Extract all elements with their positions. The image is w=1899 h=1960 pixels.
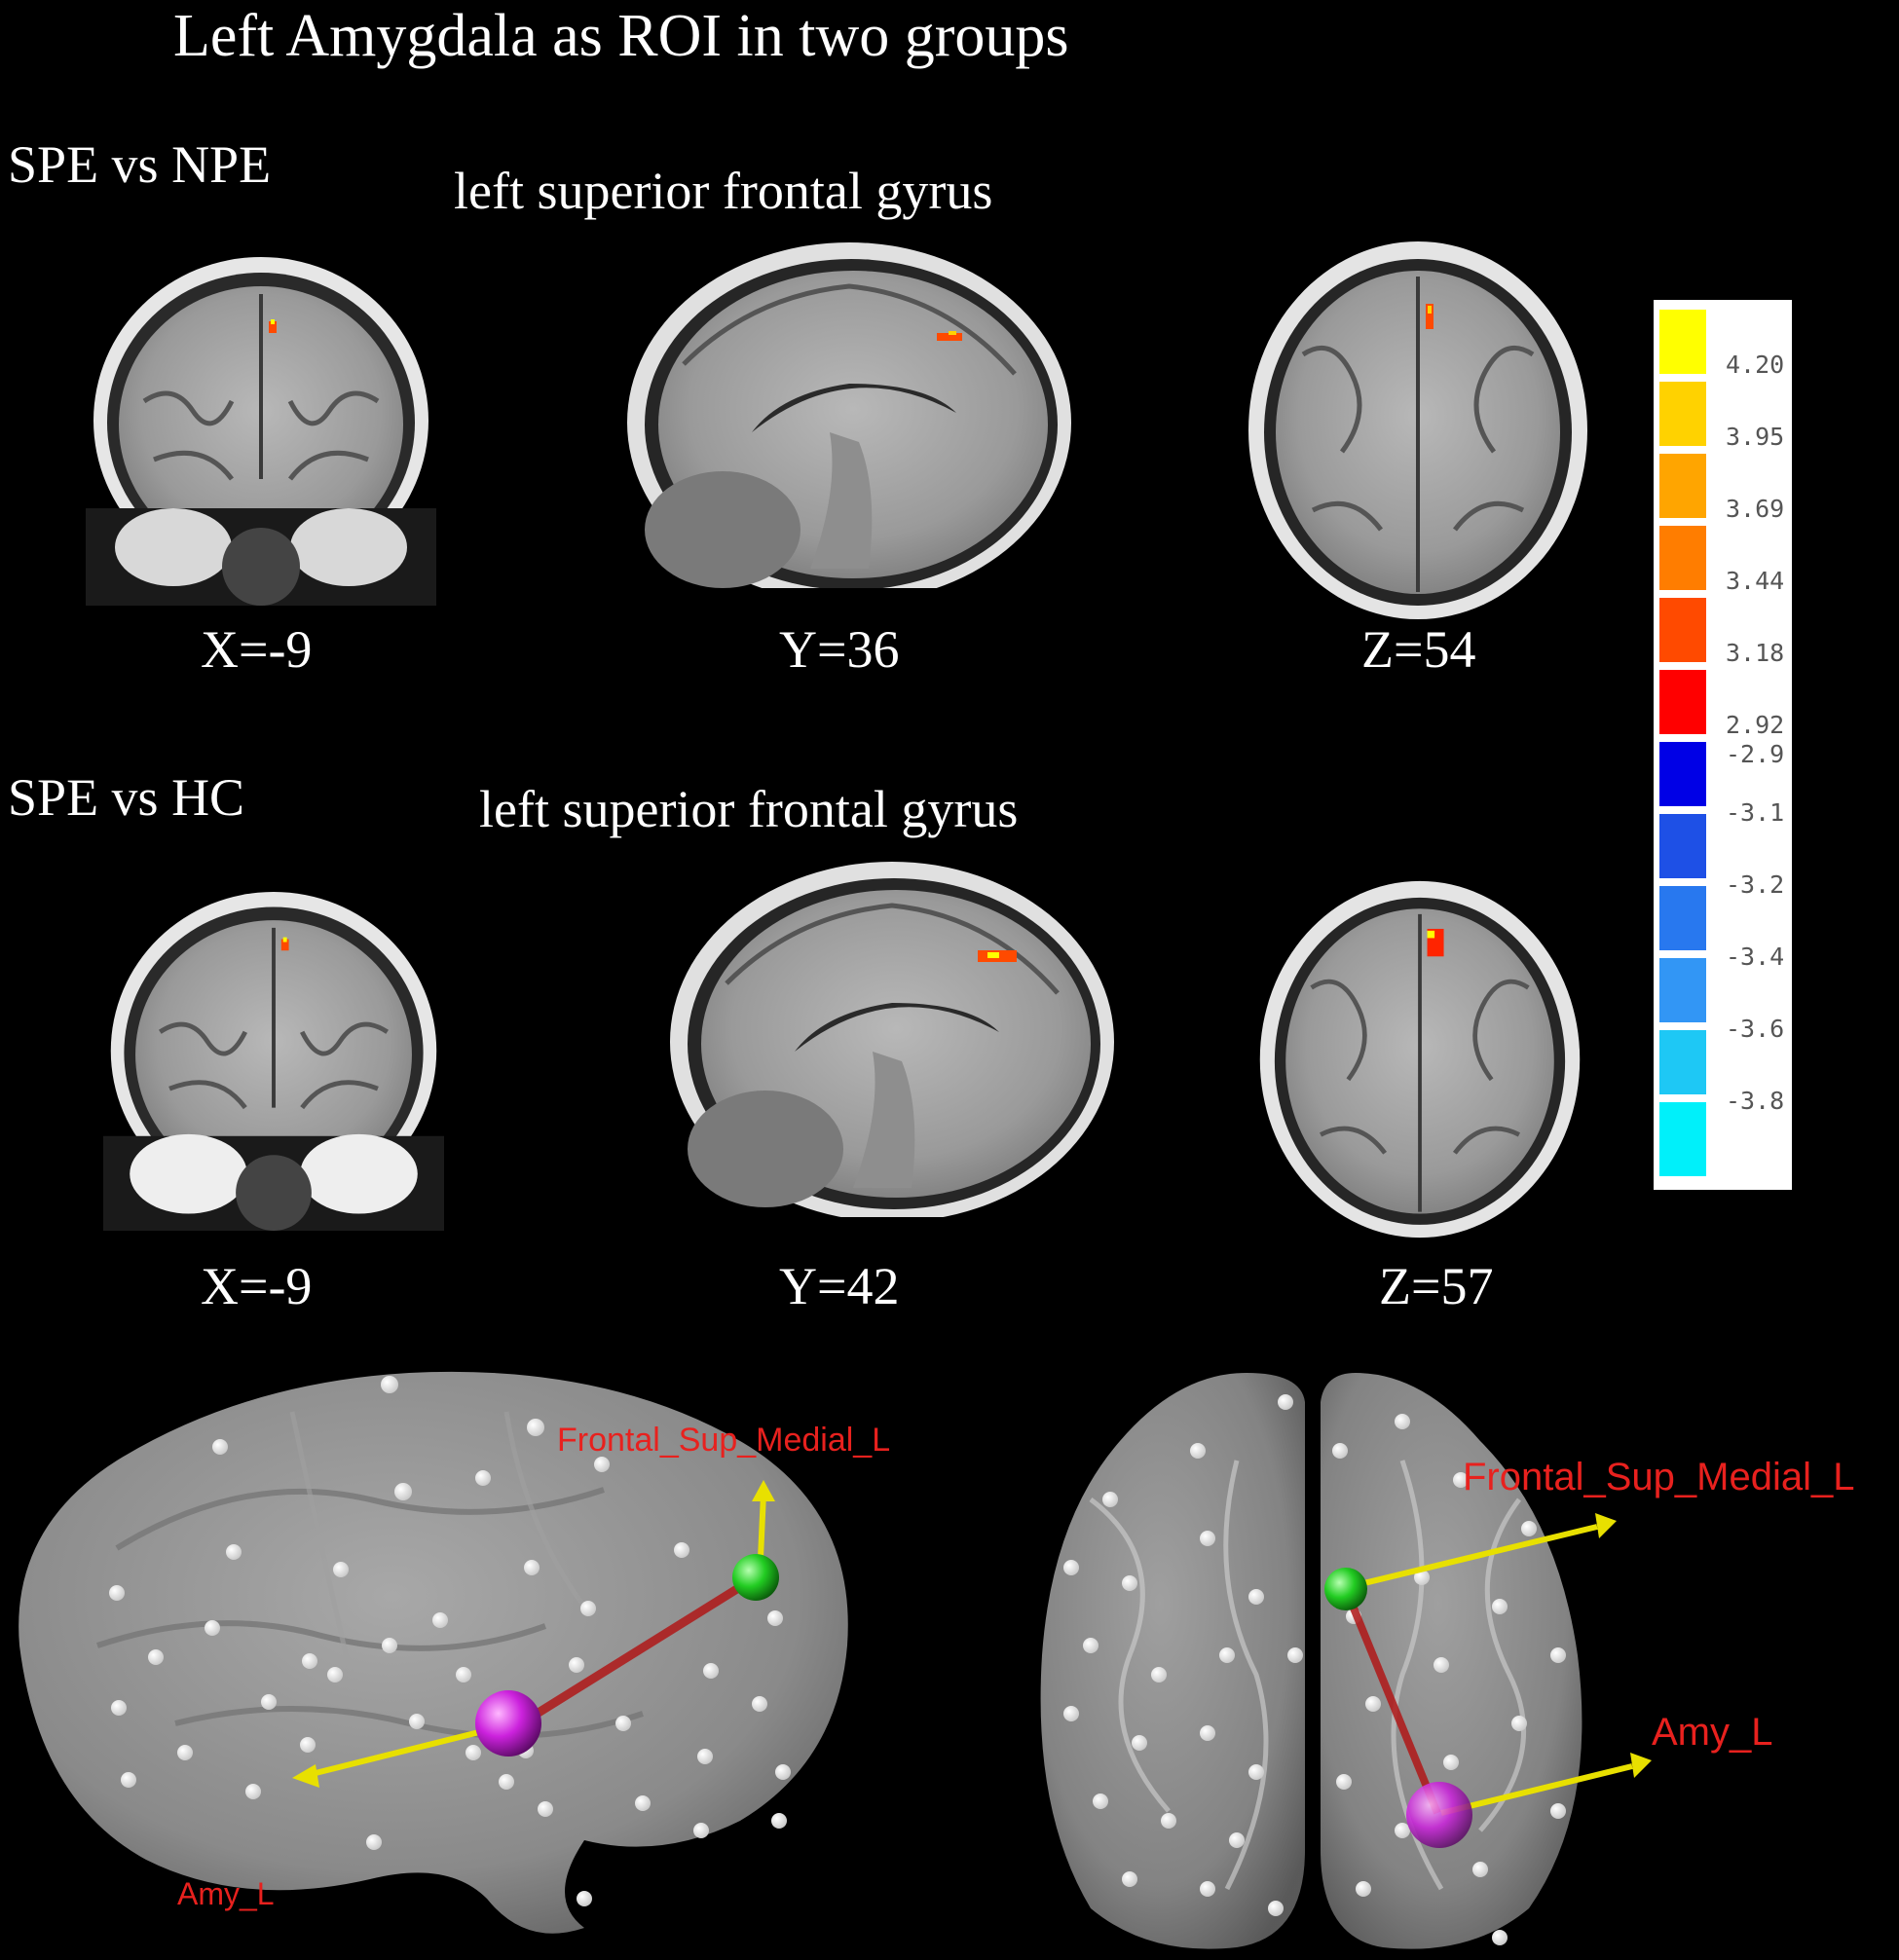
connectivity-edge xyxy=(1342,1587,1441,1815)
colorbar-cell xyxy=(1659,670,1706,734)
label-arrow xyxy=(1440,1763,1633,1816)
colorbar-tick-label: 3.18 xyxy=(1726,639,1785,667)
colorbar-cell xyxy=(1659,886,1706,950)
node-label-amygdala: Amy_L xyxy=(177,1876,275,1911)
colorbar-tick-label: -2.9 xyxy=(1726,740,1785,768)
colorbar-cell xyxy=(1659,454,1706,518)
colorbar-tick-label: -3.8 xyxy=(1726,1087,1785,1115)
colorbar-tick-label: -3.1 xyxy=(1726,798,1785,827)
activation-blob xyxy=(937,333,962,341)
colorbar-tick-label: 2.92 xyxy=(1726,711,1785,739)
label-arrow xyxy=(311,1722,507,1777)
coord-label-row1-z: Z=54 xyxy=(1361,620,1476,679)
colorbar-cell xyxy=(1659,1030,1706,1094)
axial-slice-row1 xyxy=(1248,241,1587,619)
region-label-row1: left superior frontal gyrus xyxy=(454,162,993,220)
node-label-frontal: Frontal_Sup_Medial_L xyxy=(557,1422,890,1459)
colorbar-tick-label: -3.4 xyxy=(1726,943,1785,971)
node-label-amygdala: Amy_L xyxy=(1652,1711,1773,1754)
frontal-node xyxy=(1324,1568,1367,1610)
colorbar-tick-label: 4.20 xyxy=(1726,351,1785,379)
group-label-row2: SPE vs HC xyxy=(8,768,245,827)
colorbar-tick-label: 3.95 xyxy=(1726,423,1785,451)
frontal-node xyxy=(732,1554,779,1601)
label-arrow xyxy=(1347,1524,1598,1590)
node-label-frontal: Frontal_Sup_Medial_L xyxy=(1463,1456,1854,1498)
amygdala-node xyxy=(475,1690,541,1757)
colorbar-cell xyxy=(1659,310,1706,374)
activation-blob xyxy=(280,939,289,951)
coord-label-row2-x: X=-9 xyxy=(201,1257,313,1315)
coord-label-row1-y: Y=36 xyxy=(779,620,900,679)
group-label-row1: SPE vs NPE xyxy=(8,135,272,194)
axial-slice-row2 xyxy=(1259,880,1581,1239)
sagittal-slice-row1 xyxy=(606,242,1073,617)
coronal-slice-row2 xyxy=(103,891,444,1231)
colorbar-cell xyxy=(1659,958,1706,1022)
colorbar-cell xyxy=(1659,382,1706,446)
brain-surface-dorsal: Frontal_Sup_Medial_L Amy_L xyxy=(1040,1373,1854,1949)
activation-blob xyxy=(1426,304,1434,329)
region-label-row2: left superior frontal gyrus xyxy=(479,780,1019,838)
activation-blob xyxy=(269,321,277,333)
colorbar-cell xyxy=(1659,814,1706,878)
coord-label-row2-z: Z=57 xyxy=(1379,1257,1494,1315)
colorbar-tick-label: -3.6 xyxy=(1726,1015,1785,1043)
colorbar-cell xyxy=(1659,598,1706,662)
colorbar-tick-label: 3.44 xyxy=(1726,567,1785,595)
coronal-slice-row1 xyxy=(86,257,436,606)
connectivity-edge xyxy=(531,1573,759,1720)
colorbar-cell xyxy=(1659,742,1706,806)
sagittal-slice-row2 xyxy=(649,862,1116,1237)
brain-surface-lateral: Frontal_Sup_Medial_L Amy_L xyxy=(19,1371,890,1934)
coord-label-row2-y: Y=42 xyxy=(779,1257,900,1315)
amygdala-node xyxy=(1406,1782,1472,1848)
colorbar-cell xyxy=(1659,526,1706,590)
colorbar-cell xyxy=(1659,1102,1706,1176)
colorbar: 4.20 3.95 3.69 3.44 3.18 2.92 -2.9 -3.1 … xyxy=(1654,300,1792,1190)
colorbar-tick-label: 3.69 xyxy=(1726,495,1785,523)
coord-label-row1-x: X=-9 xyxy=(201,620,313,679)
figure-title: Left Amygdala as ROI in two groups xyxy=(173,3,1069,69)
colorbar-tick-label: -3.2 xyxy=(1726,870,1785,899)
